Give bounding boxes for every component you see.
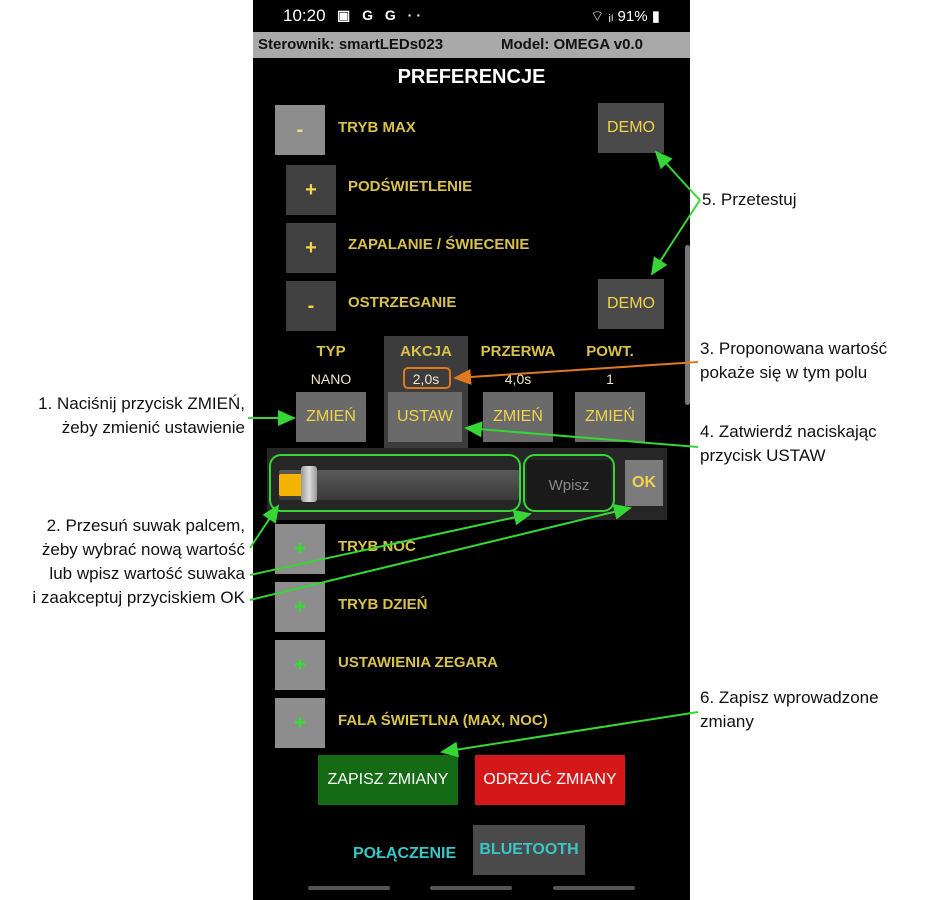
nav-indicator-left <box>308 886 390 890</box>
annotation-4-line2: przycisk USTAW <box>700 446 826 465</box>
annotation-3: 3. Proponowana wartość pokaże się w tym … <box>700 337 887 385</box>
arrow-3 <box>453 361 699 385</box>
zegar-plus-button[interactable]: + <box>275 640 325 690</box>
annotation-2-line2: żeby wybrać nową wartość <box>41 540 245 559</box>
annotation-6-line1: 6. Zapisz wprowadzone <box>700 688 879 707</box>
podswietlenie-plus-button[interactable]: + <box>286 165 336 215</box>
col-powt-value: 1 <box>606 371 614 387</box>
status-bar: 10:20 ▣ G G ·· ⌔ ᵢₗ 91% ▮ <box>253 0 690 32</box>
annotation-5: 5. Przetestuj <box>702 190 797 209</box>
value-input[interactable]: Wpisz <box>527 460 611 510</box>
ostrzeganie-minus-button[interactable]: - <box>286 281 336 331</box>
zmien-typ-button[interactable]: ZMIEŃ <box>296 392 366 442</box>
annotation-3-line2: pokaże się w tym polu <box>700 363 868 382</box>
annotation-1-line1: 1. Naciśnij przycisk ZMIEŃ, <box>38 394 245 413</box>
scrollbar[interactable] <box>685 245 690 405</box>
col-typ-header: TYP <box>316 343 346 360</box>
annotation-4: 4. Zatwierdź naciskając przycisk USTAW <box>700 420 877 468</box>
annotation-2: 2. Przesuń suwak palcem, żeby wybrać now… <box>0 514 245 610</box>
fala-label: FALA ŚWIETLNA (MAX, NOC) <box>338 712 548 729</box>
annotation-6-line2: zmiany <box>700 712 754 731</box>
arrow-2a <box>249 504 280 549</box>
ostrzeganie-label: OSTRZEGANIE <box>348 294 457 311</box>
value-slider-thumb[interactable] <box>301 466 317 502</box>
controller-name: Sterownik: smartLEDs023 <box>258 36 444 53</box>
fala-plus-button[interactable]: + <box>275 698 325 748</box>
nav-indicator-center <box>430 886 512 890</box>
annotation-1: 1. Naciśnij przycisk ZMIEŃ, żeby zmienić… <box>0 392 245 440</box>
app-title-bar: Sterownik: smartLEDs023 Model: OMEGA v0.… <box>253 32 690 58</box>
arrow-2c <box>249 503 632 601</box>
col-powt-header: POWT. <box>586 343 634 360</box>
zapalanie-label: ZAPALANIE / ŚWIECENIE <box>348 236 530 253</box>
connection-label: POŁĄCZENIE <box>353 845 457 862</box>
arrow-4 <box>464 421 699 448</box>
tryb-dzien-label: TRYB DZIEŃ <box>338 596 428 613</box>
annotation-4-line1: 4. Zatwierdź naciskając <box>700 422 877 441</box>
arrow-5b <box>650 199 701 276</box>
annotation-3-line1: 3. Proponowana wartość <box>700 339 888 358</box>
annotation-2-line4: i zaakceptuj przyciskiem OK <box>32 588 245 607</box>
zapalanie-plus-button[interactable]: + <box>286 223 336 273</box>
page-title: PREFERENCJE <box>397 66 546 88</box>
tryb-max-label: TRYB MAX <box>338 119 416 136</box>
bluetooth-button[interactable]: BLUETOOTH <box>473 825 585 875</box>
zegar-label: USTAWIENIA ZEGARA <box>338 654 498 671</box>
col-akcja-header: AKCJA <box>400 343 452 360</box>
nav-indicator-right <box>553 886 635 890</box>
arrow-6 <box>440 711 699 758</box>
zmien-powt-button[interactable]: ZMIEŃ <box>575 392 645 442</box>
col-akcja-value: 2,0s <box>412 371 440 387</box>
value-slider-fill <box>279 474 303 496</box>
annotation-1-line2: żeby zmienić ustawienie <box>61 418 245 437</box>
col-przerwa-header: PRZERWA <box>480 343 556 360</box>
demo-max-button[interactable]: DEMO <box>598 103 664 153</box>
col-typ-value: NANO <box>310 371 352 387</box>
ok-button[interactable]: OK <box>625 460 663 506</box>
status-time: 10:20 <box>283 6 326 25</box>
demo-ostrzeganie-button[interactable]: DEMO <box>598 279 664 329</box>
podswietlenie-label: PODŚWIETLENIE <box>348 178 473 195</box>
ustaw-akcja-button[interactable]: USTAW <box>388 392 462 442</box>
annotation-6: 6. Zapisz wprowadzone zmiany <box>700 686 879 734</box>
arrow-2b <box>249 509 532 576</box>
proposed-value-highlight <box>403 367 451 389</box>
tryb-dzien-plus-button[interactable]: + <box>275 582 325 632</box>
notification-icons: ▣ G G ·· <box>337 7 425 23</box>
tryb-max-minus-button[interactable]: - <box>275 105 325 155</box>
input-annotation-box <box>523 454 615 512</box>
battery-wifi-status: ⌔ ᵢₗ 91% ▮ <box>590 8 660 25</box>
value-slider-track[interactable] <box>279 470 519 500</box>
model-name: Model: OMEGA v0.0 <box>501 36 643 53</box>
save-changes-button[interactable]: ZAPISZ ZMIANY <box>318 755 458 805</box>
annotation-2-line3: lub wpisz wartość suwaka <box>49 564 245 583</box>
arrow-5a <box>654 150 701 201</box>
annotation-2-line1: 2. Przesuń suwak palcem, <box>46 516 245 535</box>
phone-screen: 10:20 ▣ G G ·· ⌔ ᵢₗ 91% ▮ Sterownik: sma… <box>253 0 690 900</box>
discard-changes-button[interactable]: ODRZUĆ ZMIANY <box>475 755 625 805</box>
tryb-noc-plus-button[interactable]: + <box>275 524 325 574</box>
slider-annotation-box <box>269 454 521 512</box>
